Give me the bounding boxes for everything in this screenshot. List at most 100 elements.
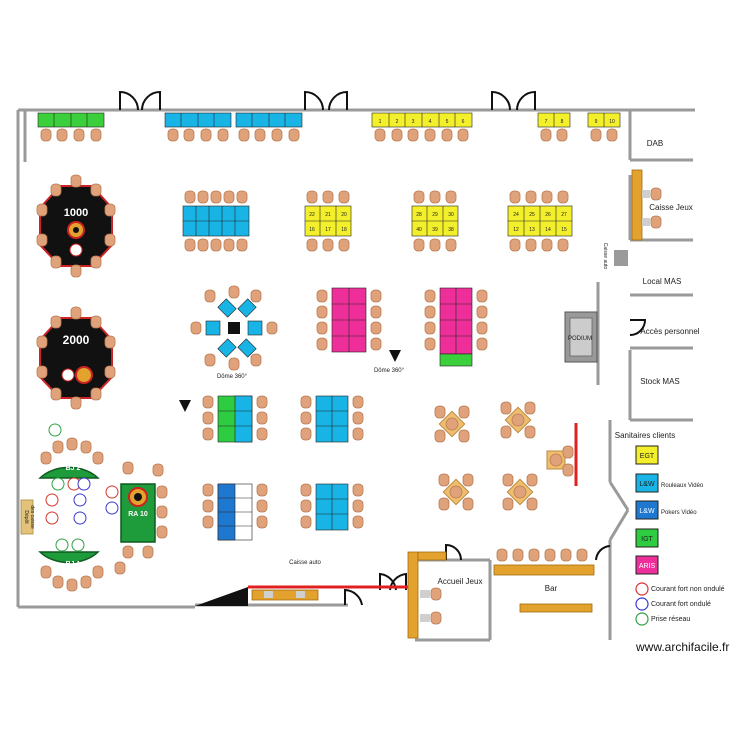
podium-label: PODIUM — [568, 336, 592, 342]
bar: Bar — [493, 548, 595, 613]
legend-label: Pokers Vidéo — [661, 510, 697, 516]
slot-number: 5 — [446, 119, 449, 125]
dab-label: DAB — [647, 139, 663, 148]
bj1-label: BJ 1 — [66, 561, 81, 568]
island-blue-2 — [300, 395, 364, 443]
acces-personnel-label: Accès personnel — [640, 327, 699, 336]
island-blue-3 — [300, 483, 364, 531]
dome-360-right: Dôme 360° — [374, 350, 405, 374]
slot-number: 16 — [309, 227, 315, 233]
dome-360-left: Dôme 360° — [190, 285, 278, 380]
dome-marker — [179, 400, 191, 412]
island-yellow-3: 24 25 26 27 12 13 14 15 — [507, 190, 573, 252]
legend-socket-ondule: Courant fort ondulé — [635, 597, 711, 611]
depot-caisse: Dépôt des caisse — [20, 499, 35, 535]
table-2000[interactable]: 2000 — [36, 306, 116, 410]
slot-number: 7 — [545, 119, 548, 125]
slot-number: 13 — [529, 227, 535, 233]
legend-item-lw-poker: L&W Pokers Vidéo — [635, 500, 697, 520]
slot-number: 14 — [545, 227, 551, 233]
bank-blue-top-2 — [235, 112, 303, 142]
dome-360-left-label: Dôme 360° — [217, 374, 248, 380]
podium: PODIUM — [564, 311, 598, 363]
slot-number: 3 — [412, 119, 415, 125]
legend-item-aris: ARIS — [635, 555, 659, 575]
bank-green-top — [37, 112, 105, 142]
island-pink-2 — [424, 287, 488, 367]
slot-number: 15 — [561, 227, 567, 233]
slot-number: 38 — [448, 227, 454, 233]
slot-number: 24 — [513, 212, 519, 218]
slot-number: 6 — [462, 119, 465, 125]
table-2000-label: 2000 — [63, 333, 90, 347]
legend-item-egt: EGT — [635, 445, 659, 465]
doors — [119, 90, 647, 606]
bank-blue-top-1 — [164, 112, 232, 142]
local-mas-label: Local MAS — [643, 277, 682, 286]
slot-number: 2 — [396, 119, 399, 125]
slot-number: 10 — [609, 119, 615, 125]
bank-yellow-top-a: 1 2 3 4 5 6 — [371, 112, 473, 142]
caisse-auto-vertical-label: Caisse auto — [602, 243, 608, 270]
legend-socket-label: Courant fort non ondulé — [651, 586, 725, 593]
slot-number: 20 — [341, 212, 347, 218]
accueil-jeux: Accueil Jeux — [407, 551, 483, 639]
slot-number: 17 — [325, 227, 331, 233]
slot-number: 9 — [595, 119, 598, 125]
slot-number: 30 — [448, 212, 454, 218]
legend-socket-non-ondule: Courant fort non ondulé — [635, 582, 725, 596]
ra10-label: RA 10 — [128, 511, 148, 518]
table-1000[interactable]: 1000 — [36, 174, 116, 278]
legend-item-lw-rouleaux: L&W Rouleaux Vidéo — [635, 473, 704, 493]
island-green-mixed — [202, 395, 268, 443]
table-bj1[interactable]: BJ 1 — [38, 551, 104, 592]
slot-number: 27 — [561, 212, 567, 218]
slot-number: 4 — [429, 119, 432, 125]
caisse-auto-bottom: Caisse auto — [251, 560, 322, 601]
legend-socket-label: Courant fort ondulé — [651, 601, 711, 608]
lounge-tables — [434, 401, 574, 511]
walls — [16, 108, 695, 642]
slot-number: 28 — [416, 212, 422, 218]
slot-number: 8 — [561, 119, 564, 125]
slot-number: 12 — [513, 227, 519, 233]
top-banks: 1 2 3 4 5 6 7 8 9 10 — [37, 112, 621, 142]
island-blue-1 — [182, 190, 250, 252]
slot-number: 29 — [432, 212, 438, 218]
slot-number: 26 — [545, 212, 551, 218]
legend-label: Rouleaux Vidéo — [661, 483, 704, 489]
stock-mas-label: Stock MAS — [640, 377, 680, 386]
legend-badge: ARIS — [639, 563, 656, 570]
bank-yellow-top-c: 9 10 — [587, 112, 621, 142]
island-white-blue — [202, 483, 268, 541]
legend-badge: IGT — [641, 536, 653, 543]
island-pink-1 — [316, 287, 382, 353]
dome-360-right-label: Dôme 360° — [374, 368, 405, 374]
slot-number: 25 — [529, 212, 535, 218]
legend-badge: EGT — [640, 453, 655, 460]
legend-socket-reseau: Prise réseau — [635, 612, 690, 626]
island-yellow-1: 22 21 20 16 17 18 — [304, 190, 352, 252]
island-yellow-2: 28 29 30 40 39 38 — [411, 190, 459, 252]
legend: EGT L&W Rouleaux Vidéo L&W Pokers Vidéo … — [635, 445, 725, 626]
caisse-jeux: Caisse Jeux — [631, 169, 693, 241]
power-sockets-cluster — [45, 423, 119, 552]
depot-caisse-label-2: des caisse — [29, 505, 35, 529]
table-bj2[interactable]: BJ 2 — [38, 437, 104, 479]
ramp — [195, 587, 248, 606]
table-ra10[interactable]: RA 10 — [114, 461, 168, 575]
caisse-auto-box — [614, 250, 628, 266]
bank-yellow-top-b: 7 8 — [537, 112, 571, 142]
slot-number: 40 — [416, 227, 422, 233]
bj2-label: BJ 2 — [66, 465, 81, 472]
caisse-auto-bottom-label: Caisse auto — [289, 560, 321, 566]
slot-number: 39 — [432, 227, 438, 233]
legend-badge: L&W — [639, 481, 655, 488]
slot-number: 18 — [341, 227, 347, 233]
legend-item-igt: IGT — [635, 528, 659, 548]
accueil-jeux-label: Accueil Jeux — [438, 577, 483, 586]
caisse-jeux-label: Caisse Jeux — [649, 203, 693, 212]
legend-socket-label: Prise réseau — [651, 616, 690, 623]
bar-label: Bar — [545, 584, 558, 593]
